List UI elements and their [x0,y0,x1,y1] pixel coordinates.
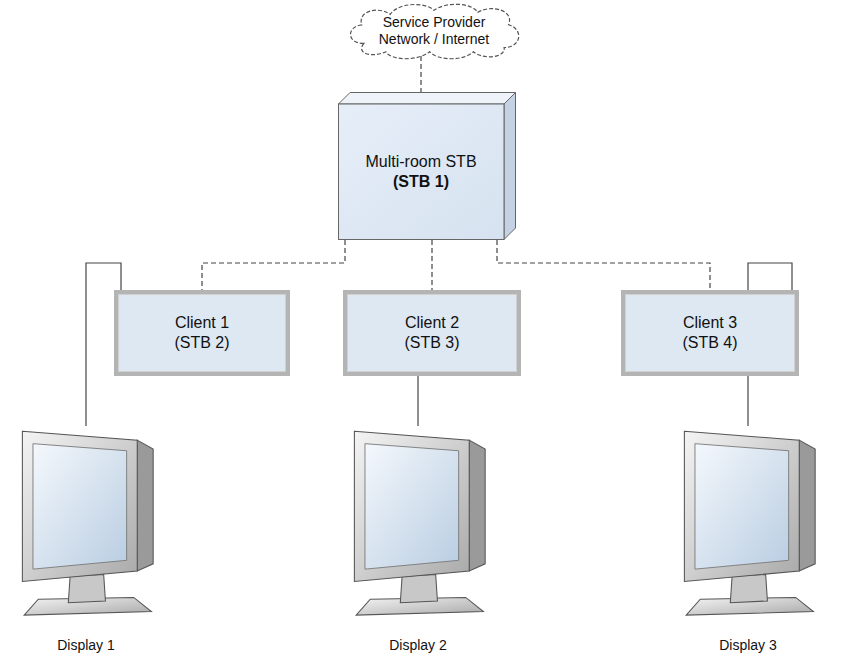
monitor-neck [68,574,105,602]
connector-line [497,240,710,290]
client-box: Client 1(STB 2) [114,290,290,376]
node-title: Client 2 [405,313,459,333]
connector [432,240,433,290]
monitor-side [469,440,485,571]
node-subtitle: (STB 4) [682,333,737,353]
client-box: Client 2(STB 3) [343,290,521,376]
connector-line [431,240,432,290]
monitor-side [137,440,153,571]
monitor-neck [730,574,767,602]
node-subtitle: (STB 1) [393,172,449,192]
node-title: Service Provider Network / Internet [374,14,494,49]
text-group: Display 3 [664,636,832,656]
display-monitor: Display 3 [664,426,832,658]
connector [202,240,345,290]
monitor-illustration [334,426,502,631]
box-side [504,93,516,240]
node-title: Display 3 [719,637,777,655]
box-top [339,93,516,105]
connector [418,376,419,426]
monitor-illustration [2,426,170,631]
monitor-screen [33,444,127,569]
monitor-bezel [354,431,469,581]
connector-line [202,240,345,290]
node-subtitle: (STB 3) [404,333,459,353]
text-group: Display 1 [2,636,170,656]
node-title: Client 1 [175,313,229,333]
node-title: Multi-room STB [365,152,476,172]
text-group: Client 1(STB 2) [118,294,286,372]
node-title: Client 3 [683,313,737,333]
network-cloud: Service Provider Network / Internet [342,2,526,60]
monitor-neck [400,574,437,602]
node-title: Display 1 [57,637,115,655]
monitor-bezel [684,431,799,581]
text-group: Service Provider Network / Internet [342,2,526,60]
monitor-side [799,440,815,571]
monitor-screen [695,444,789,569]
text-group: Display 2 [334,636,502,656]
text-group: Client 3(STB 4) [625,294,795,372]
connector-line [417,376,418,426]
monitor-bezel [22,431,137,581]
client-box: Client 3(STB 4) [621,290,799,376]
box-front [339,104,505,240]
text-group: Client 2(STB 3) [347,294,517,372]
monitor-illustration [664,426,832,631]
display-monitor: Display 1 [2,426,170,658]
node-subtitle: (STB 2) [174,333,229,353]
node-title: Display 2 [389,637,447,655]
cloud-path [350,4,518,58]
multiroom-stb-box: Multi-room STB(STB 1) [338,92,516,240]
text-group: Multi-room STB(STB 1) [338,104,504,240]
connector [497,240,710,290]
display-monitor: Display 2 [334,426,502,658]
monitor-screen [365,444,459,569]
